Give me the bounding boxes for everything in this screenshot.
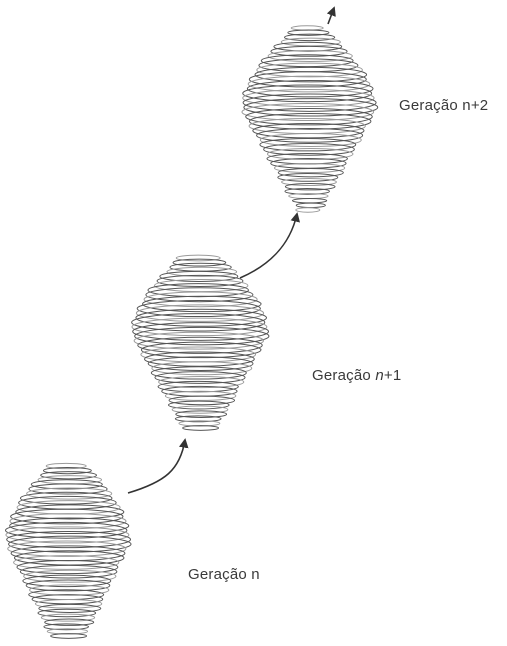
arrow-n-to-n1 bbox=[128, 440, 185, 493]
coil-loop bbox=[136, 305, 263, 322]
arrow-top bbox=[328, 8, 334, 24]
spiral-generation-n1 bbox=[132, 255, 269, 430]
spiral-generation-n2 bbox=[242, 26, 378, 212]
label-generation-n2: Geração n+2 bbox=[399, 97, 488, 114]
arrow-n1-to-n2 bbox=[240, 214, 297, 278]
coil-loop bbox=[243, 85, 372, 102]
coil-loop bbox=[296, 208, 320, 212]
spiral-generation-n bbox=[6, 463, 132, 638]
coil-loop bbox=[292, 198, 326, 202]
coil-loop bbox=[6, 527, 129, 543]
coil-loop bbox=[173, 259, 226, 266]
coil-loop bbox=[296, 203, 325, 207]
label-generation-n: Geração n bbox=[188, 566, 260, 583]
label-generation-n1: Geração n+1 bbox=[312, 367, 401, 384]
